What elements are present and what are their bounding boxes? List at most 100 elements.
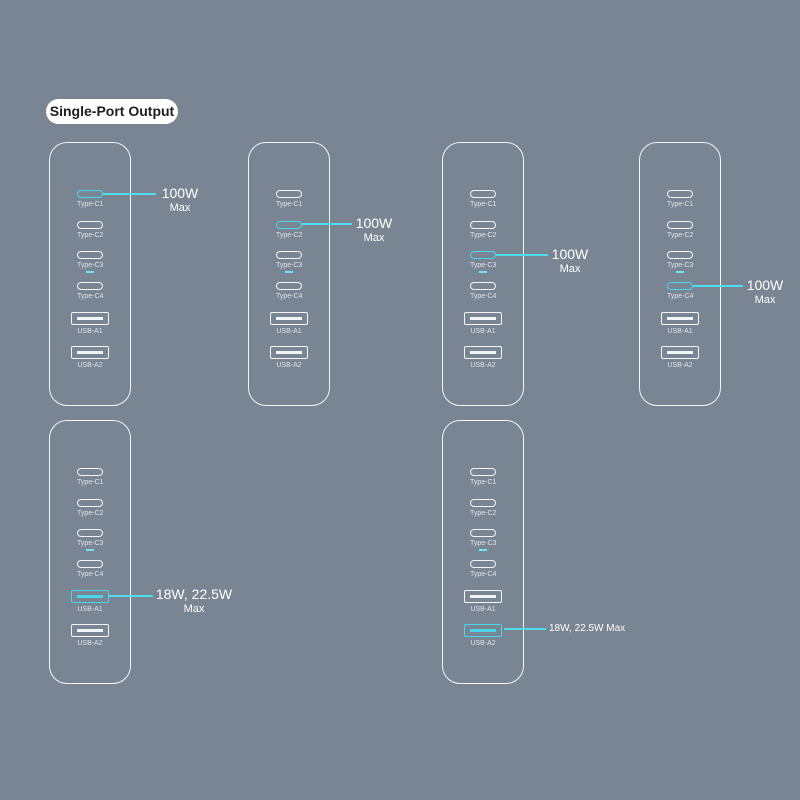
usb-c-port-icon — [470, 221, 496, 229]
port-type-c4: Type-C4 — [470, 560, 496, 578]
port-type-c3: Type-C3 — [667, 251, 693, 273]
indicator-light-icon — [479, 271, 487, 273]
port-type-c1: Type-C1 — [77, 190, 103, 208]
max-text: Max — [363, 232, 385, 244]
port-usb-a1: USB-A1 — [270, 312, 308, 335]
port-label: Type-C2 — [77, 510, 104, 517]
usb-c-port-icon — [470, 560, 496, 568]
usb-c-port-icon — [77, 499, 103, 507]
usb-a-port-icon — [464, 312, 502, 325]
max-text: Max — [559, 263, 581, 275]
port-type-c3: Type-C3 — [276, 251, 302, 273]
indicator-light-icon — [86, 271, 94, 273]
port-type-c3: Type-C3 — [77, 529, 103, 551]
port-type-c2: Type-C2 — [470, 221, 496, 239]
port-label: USB-A2 — [276, 362, 302, 369]
port-label: Type-C4 — [77, 293, 104, 300]
usb-c-port-icon — [470, 282, 496, 290]
section-title-badge: Single-Port Output — [46, 99, 178, 124]
port-usb-a1: USB-A1 — [464, 312, 502, 335]
usb-c-port-icon — [470, 499, 496, 507]
port-label: USB-A1 — [470, 328, 496, 335]
port-label: Type-C4 — [470, 293, 497, 300]
port-label: Type-C3 — [470, 540, 497, 547]
port-label: Type-C4 — [77, 571, 104, 578]
port-usb-a1: USB-A1 — [661, 312, 699, 335]
port-label: USB-A2 — [470, 362, 496, 369]
usb-c-port-icon — [77, 221, 103, 229]
indicator-light-icon — [86, 549, 94, 551]
charger-c1-output: Type-C1 Type-C2 Type-C3 Type-C4 USB-A1 U… — [49, 142, 131, 406]
callout-label: 100W Max — [352, 216, 396, 246]
port-label: Type-C1 — [276, 201, 303, 208]
usb-c-port-icon — [667, 251, 693, 259]
port-type-c2: Type-C2 — [470, 499, 496, 517]
port-label: Type-C3 — [667, 262, 694, 269]
port-label: USB-A2 — [77, 362, 103, 369]
callout-line — [496, 254, 548, 256]
port-type-c4: Type-C4 — [276, 282, 302, 300]
watt-text: 100W — [551, 246, 589, 262]
charger-a2-output: Type-C1 Type-C2 Type-C3 Type-C4 USB-A1 U… — [442, 420, 524, 684]
port-label: USB-A1 — [470, 606, 496, 613]
port-label: Type-C2 — [667, 232, 694, 239]
usb-c-port-icon — [77, 468, 103, 476]
usb-a-port-icon — [661, 312, 699, 325]
usb-a-port-icon — [71, 624, 109, 637]
usb-c-port-icon — [470, 529, 496, 537]
port-usb-a2: USB-A2 — [71, 346, 109, 369]
usb-a-port-icon — [270, 312, 308, 325]
port-type-c1: Type-C1 — [470, 190, 496, 208]
port-type-c4: Type-C4 — [77, 560, 103, 578]
usb-a-port-icon — [661, 346, 699, 359]
port-usb-a2: USB-A2 — [270, 346, 308, 369]
port-usb-a2: USB-A2 — [661, 346, 699, 369]
port-label: USB-A2 — [667, 362, 693, 369]
usb-a-port-icon — [270, 346, 308, 359]
port-label: Type-C3 — [276, 262, 303, 269]
port-label: USB-A1 — [77, 606, 103, 613]
port-type-c2: Type-C2 — [276, 221, 302, 239]
watt-text: 100W — [161, 185, 199, 201]
port-label: Type-C3 — [470, 262, 497, 269]
usb-a-port-icon — [464, 624, 502, 637]
port-label: Type-C1 — [667, 201, 694, 208]
charger-c2-output: Type-C1 Type-C2 Type-C3 Type-C4 USB-A1 U… — [248, 142, 330, 406]
charger-c3-output: Type-C1 Type-C2 Type-C3 Type-C4 USB-A1 U… — [442, 142, 524, 406]
callout-line — [302, 223, 352, 225]
callout-line — [103, 193, 156, 195]
port-label: Type-C4 — [276, 293, 303, 300]
usb-c-port-icon — [276, 282, 302, 290]
usb-a-port-icon — [464, 590, 502, 603]
port-label: Type-C1 — [77, 201, 104, 208]
port-usb-a2: USB-A2 — [464, 346, 502, 369]
callout-label: 100W Max — [743, 278, 787, 308]
usb-a-port-icon — [464, 346, 502, 359]
port-label: USB-A2 — [470, 640, 496, 647]
usb-c-port-icon — [77, 529, 103, 537]
usb-c-port-icon — [276, 190, 302, 198]
callout-label: 100W Max — [548, 247, 592, 277]
usb-c-port-icon — [667, 221, 693, 229]
port-type-c3: Type-C3 — [470, 529, 496, 551]
usb-c-port-icon — [77, 560, 103, 568]
port-label: USB-A1 — [667, 328, 693, 335]
port-label: Type-C1 — [470, 201, 497, 208]
watt-text: 100W — [746, 277, 784, 293]
usb-c-port-icon — [470, 190, 496, 198]
port-type-c1: Type-C1 — [667, 190, 693, 208]
port-label: Type-C2 — [470, 232, 497, 239]
port-usb-a2: USB-A2 — [71, 624, 109, 647]
callout-label: 18W, 22.5W Max — [152, 587, 236, 617]
port-label: Type-C4 — [667, 293, 694, 300]
port-label: Type-C3 — [77, 262, 104, 269]
watt-text: 100W — [355, 215, 393, 231]
port-label: Type-C2 — [77, 232, 104, 239]
callout-line — [693, 285, 743, 287]
usb-c-port-icon — [667, 282, 693, 290]
usb-c-port-icon — [77, 251, 103, 259]
usb-c-port-icon — [276, 221, 302, 229]
usb-c-port-icon — [667, 190, 693, 198]
port-label: USB-A1 — [276, 328, 302, 335]
port-usb-a2: USB-A2 — [464, 624, 502, 647]
